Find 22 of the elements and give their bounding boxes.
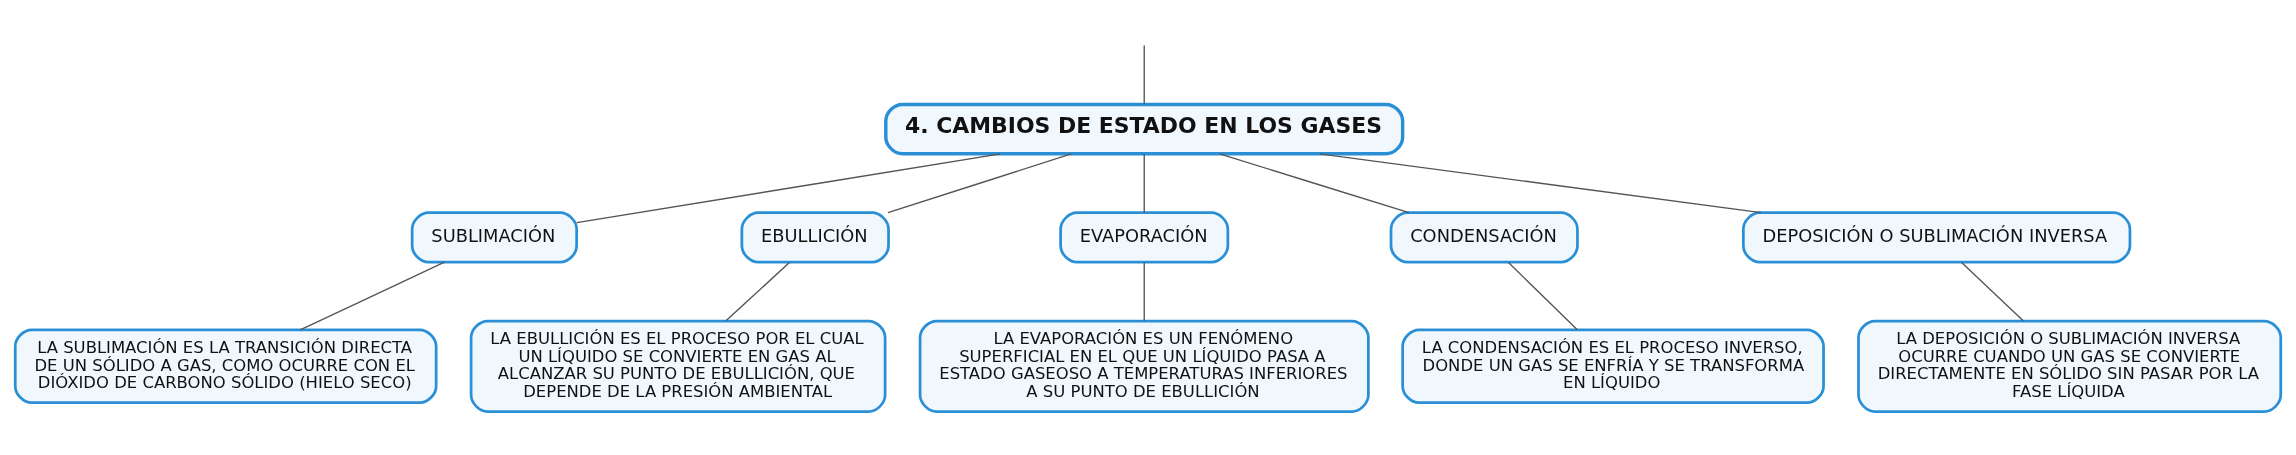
node-box: EBULLICIÓN [740,210,890,263]
connector [887,152,1072,213]
node-box: LA SUBLIMACIÓN ES LA TRANSICIÓN DIRECTA DE UN SÓLIDO A GAS, COMO OCURRE CON EL DIÓXIDO DE CARBONO SÓLIDO (HIELO SECO) [13,328,438,404]
node-box: LA EBULLICIÓN ES EL PROCESO POR EL CUAL UN LÍQUIDO SE CONVIERTE EN GAS AL ALCANZAR SU PUNTO DE EBULLICIÓN, QUE DEPENDE DE LA PRESIÓN AMBIENTAL [469,319,887,413]
connector [1318,152,1762,213]
node-box: EVAPORACIÓN [1059,210,1230,263]
node-box: DEPOSICIÓN O SUBLIMACIÓN INVERSA [1741,210,2132,263]
node-box: 4. CAMBIOS DE ESTADO EN LOS GASES [884,102,1405,155]
connector [1219,152,1410,213]
connector [725,261,791,322]
connector [1960,261,2024,322]
connector [576,152,1002,223]
node-box: LA EVAPORACIÓN ES UN FENÓMENO SUPERFICIAL EN EL QUE UN LÍQUIDO PASA A ESTADO GASEOSO A TEMPERATURAS INFERIORES A SU PUNTO DE EBULLICIÓN [918,319,1370,413]
node-box: LA DEPOSICIÓN O SUBLIMACIÓN INVERSA OCURRE CUANDO UN GAS SE CONVIERTE DIRECTAMENTE EN SÓLIDO SIN PASAR POR LA FASE LÍQUIDA [1857,319,2283,413]
connector [1143,261,1145,322]
node-box: CONDENSACIÓN [1389,210,1579,263]
connector [1507,261,1578,331]
connector [1143,44,1145,105]
connector [299,261,446,331]
connector [1143,152,1145,213]
node-box: SUBLIMACIÓN [410,210,578,263]
node-box: LA CONDENSACIÓN ES EL PROCESO INVERSO, DONDE UN GAS SE ENFRÍA Y SE TRANSFORMA EN LÍQUIDO [1401,328,1825,404]
